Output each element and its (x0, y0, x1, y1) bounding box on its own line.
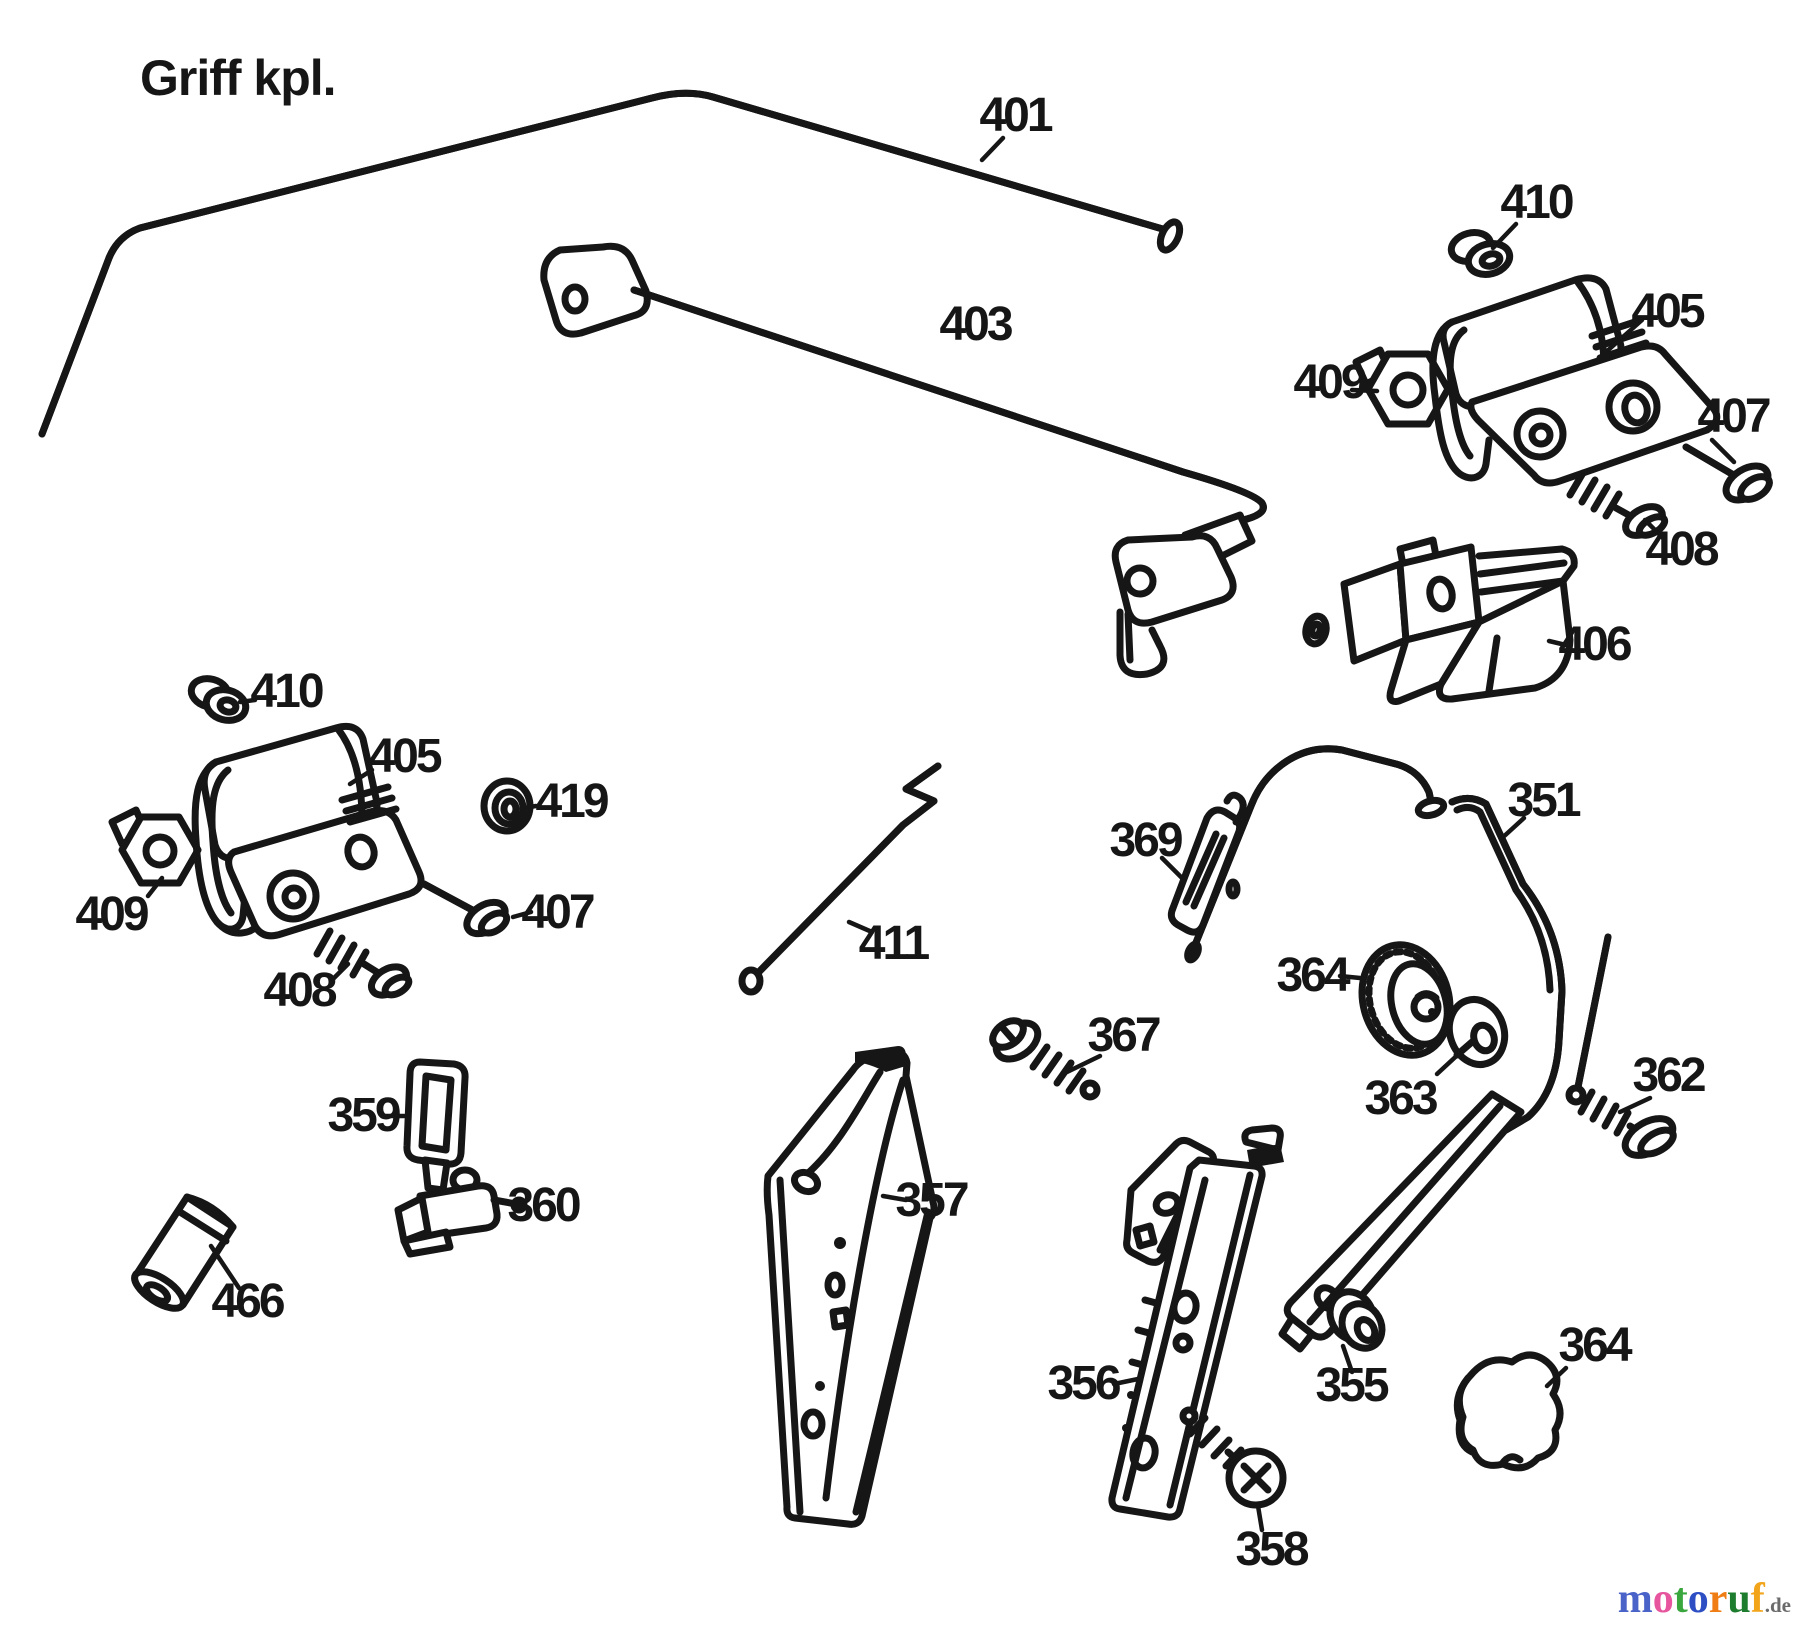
leader-360 (495, 1197, 520, 1207)
leader-358 (1255, 1503, 1265, 1533)
logo-letter-u: u (1727, 1576, 1750, 1622)
leader-408-right (1642, 517, 1666, 541)
part-466-sleeve-drawing (131, 1193, 237, 1312)
part-357-arm-drawing (763, 1046, 938, 1528)
part-label-359: 359 (327, 1089, 399, 1142)
leader-362 (1617, 1095, 1653, 1115)
part-364-knob-drawing (1453, 1351, 1564, 1472)
logo-letter-o2: o (1688, 1576, 1709, 1622)
logo-letter-o1: o (1653, 1576, 1674, 1622)
leader-363 (1434, 1046, 1467, 1077)
part-label-367: 367 (1087, 1009, 1159, 1062)
leader-357 (880, 1193, 909, 1203)
part-label-409-right: 409 (1293, 356, 1365, 409)
part-362-screw-drawing (1565, 1084, 1677, 1159)
leader-406 (1546, 638, 1573, 649)
leader-411 (846, 919, 875, 935)
part-408-screw-left-drawing (313, 927, 413, 999)
part-label-410-left: 410 (250, 665, 322, 718)
part-label-369: 369 (1109, 814, 1181, 867)
logo-letter-t: t (1674, 1576, 1688, 1622)
leader-466 (208, 1243, 242, 1291)
part-label-351: 351 (1507, 774, 1580, 827)
leader-409-right (1349, 387, 1380, 394)
part-364-gear-drawing (1358, 941, 1454, 1059)
part-label-411: 411 (859, 917, 930, 970)
logo-suffix: .de (1765, 1593, 1791, 1617)
part-369-clip-drawing (1167, 791, 1247, 936)
part-411-rod-drawing (738, 762, 942, 996)
leader-364-knob (1544, 1365, 1569, 1389)
part-label-360: 360 (507, 1179, 579, 1232)
part-label-405-right: 405 (1631, 285, 1704, 338)
part-351-lower-handle-drawing (1278, 795, 1566, 1353)
part-401-handlebar-drawing (38, 89, 1184, 438)
part-label-408-right: 408 (1645, 523, 1718, 576)
part-label-466: 466 (211, 1275, 283, 1328)
part-407-bolt-left-drawing (420, 880, 511, 938)
part-407-bolt-top-right-drawing (1682, 443, 1773, 504)
leader-351 (1498, 815, 1527, 842)
diagram-title: Griff kpl. (140, 50, 336, 106)
leader-407-left (510, 909, 534, 920)
leader-367 (1064, 1053, 1103, 1075)
part-358-screw-drawing (1179, 1406, 1287, 1509)
part-355-nut-drawing (1326, 1288, 1386, 1352)
leader-407-right (1709, 437, 1737, 465)
part-351-thin-rod-drawing (1572, 933, 1612, 1101)
part-label-408-left: 408 (263, 964, 336, 1017)
logo-letter-f: f (1751, 1576, 1766, 1622)
leader-419 (521, 803, 539, 811)
part-label-406: 406 (1558, 618, 1630, 671)
part-label-358: 358 (1235, 1523, 1308, 1576)
part-367-screw-drawing (989, 1017, 1101, 1101)
part-label-362: 362 (1632, 1049, 1704, 1102)
part-label-357: 357 (895, 1174, 967, 1227)
leader-408-left (329, 961, 351, 983)
watermark-logo: motoruf.de (1618, 1576, 1791, 1622)
part-label-419: 419 (535, 775, 607, 828)
part-label-363: 363 (1364, 1072, 1436, 1125)
leader-410-right (1490, 221, 1519, 251)
leader-369 (1159, 855, 1185, 881)
leader-356 (1111, 1376, 1141, 1387)
part-410-nut-top-right-drawing (1447, 229, 1514, 278)
logo-letter-r: r (1709, 1576, 1728, 1622)
leader-364-gear (1337, 973, 1363, 981)
leader-401 (979, 135, 1006, 163)
logo-letter-m: m (1618, 1576, 1653, 1622)
part-label-364-knob: 364 (1558, 1319, 1632, 1372)
part-label-364-gear: 364 (1276, 949, 1350, 1002)
part-409-hexnut-left-drawing (108, 806, 202, 887)
part-406-bracket-drawing (1302, 536, 1578, 705)
leader-409-left (145, 875, 165, 899)
leader-405-right (1603, 317, 1645, 355)
part-label-409-left: 409 (75, 888, 147, 941)
part-405-clamp-top-right-drawing (1429, 274, 1721, 487)
part-label-407-right: 407 (1697, 390, 1769, 443)
part-403-bar-drawing (540, 242, 1267, 679)
part-label-410-right: 410 (1500, 176, 1572, 229)
leader-lines (145, 135, 1737, 1533)
part-label-401: 401 (979, 89, 1052, 142)
part-label-403: 403 (939, 298, 1011, 351)
part-label-407-left: 407 (521, 886, 593, 939)
leader-410-left (237, 697, 258, 705)
leader-405-left (347, 767, 375, 787)
part-410-nut-left-drawing (187, 675, 250, 724)
part-label-405-left: 405 (368, 730, 441, 783)
part-409-hexnut-top-right-drawing (1352, 346, 1452, 428)
part-360-latch-drawing (394, 1166, 528, 1258)
part-label-356: 356 (1047, 1357, 1119, 1410)
part-label-355: 355 (1315, 1359, 1388, 1412)
part-356-arm-drawing (1108, 1124, 1284, 1521)
part-405-clamp-left-drawing (191, 722, 425, 940)
leader-355 (1340, 1343, 1355, 1375)
part-351-handle-hook-drawing (1184, 745, 1448, 964)
